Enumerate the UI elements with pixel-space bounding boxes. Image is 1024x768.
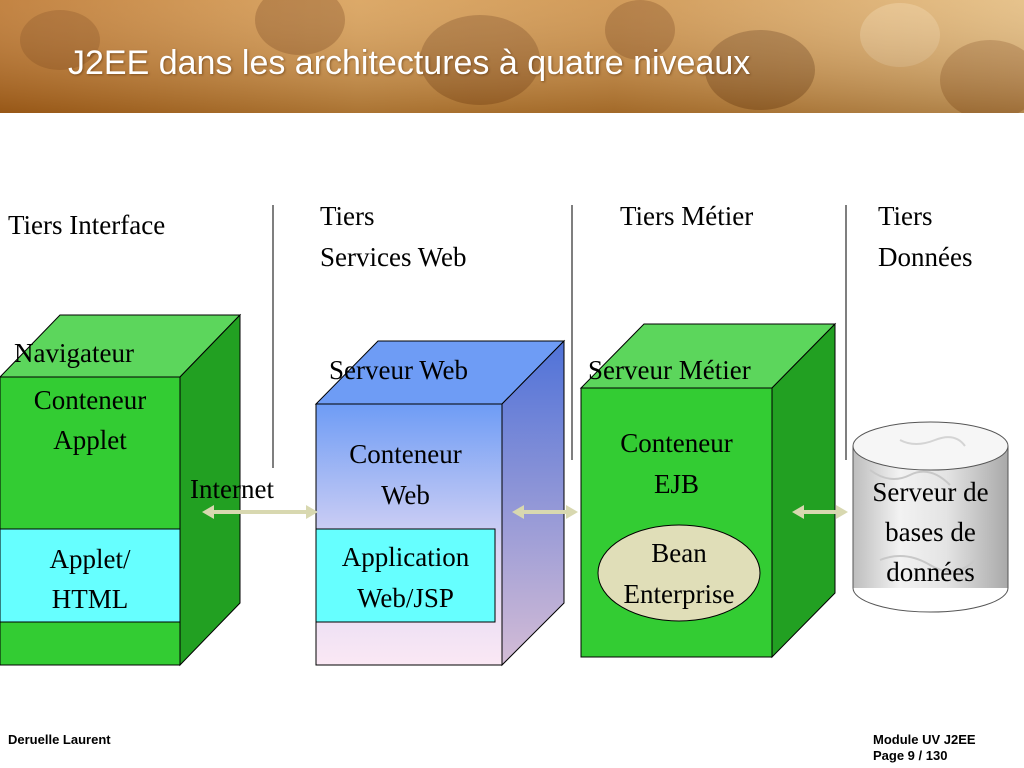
arrow-web-metier [512, 505, 578, 519]
conteneur-ejb-line1: Conteneur [620, 428, 733, 458]
bean-enterprise-line2: Enterprise [623, 579, 735, 609]
footer-page-number: Page 9 / 130 [873, 748, 948, 763]
database-label-line1: Serveur de [872, 477, 989, 507]
conteneur-ejb-line2: EJB [653, 469, 699, 499]
title-banner: J2EE dans les architectures à quatre niv… [0, 0, 1024, 113]
tier-web-label-line2: Services Web [320, 242, 467, 272]
application-jsp-line1: Application [341, 542, 470, 572]
serveur-metier-title: Serveur Métier [588, 355, 751, 385]
arrow-metier-database [792, 505, 848, 519]
arrow-navigateur-web [202, 505, 318, 519]
application-jsp-line2: Web/JSP [357, 583, 454, 613]
tier-metier-label: Tiers Métier [620, 201, 754, 231]
conteneur-web-line2: Web [381, 480, 430, 510]
tier-donnees-label-line2: Données [878, 242, 973, 272]
tier-web-label-line1: Tiers [320, 201, 375, 231]
tier-interface-label: Tiers Interface [8, 210, 166, 240]
navigateur-box [0, 313, 242, 667]
database-cylinder [852, 421, 1009, 613]
navigateur-title: Navigateur [14, 338, 134, 368]
serveur-metier-box [579, 322, 837, 659]
slide-title: J2EE dans les architectures à quatre niv… [68, 44, 751, 82]
bean-enterprise-line1: Bean [651, 538, 707, 568]
internet-label: Internet [190, 474, 274, 504]
database-label-line3: données [886, 557, 975, 587]
bean-enterprise-ellipse [597, 524, 761, 622]
conteneur-web-line1: Conteneur [349, 439, 462, 469]
serveur-web-box [314, 339, 566, 667]
application-jsp-box [315, 528, 496, 623]
database-label-line2: bases de [885, 517, 976, 547]
footer-module: Module UV J2EE [873, 732, 976, 747]
applet-html-line1: Applet/ [49, 544, 131, 574]
conteneur-applet-line2: Applet [53, 425, 127, 455]
banner-photo [0, 0, 1024, 113]
conteneur-applet-line1: Conteneur [33, 385, 147, 415]
serveur-web-title: Serveur Web [329, 355, 469, 385]
applet-html-box [0, 528, 181, 623]
footer-author: Deruelle Laurent [8, 732, 111, 747]
tier-donnees-label-line1: Tiers [878, 201, 933, 231]
applet-html-line2: HTML [51, 584, 129, 614]
